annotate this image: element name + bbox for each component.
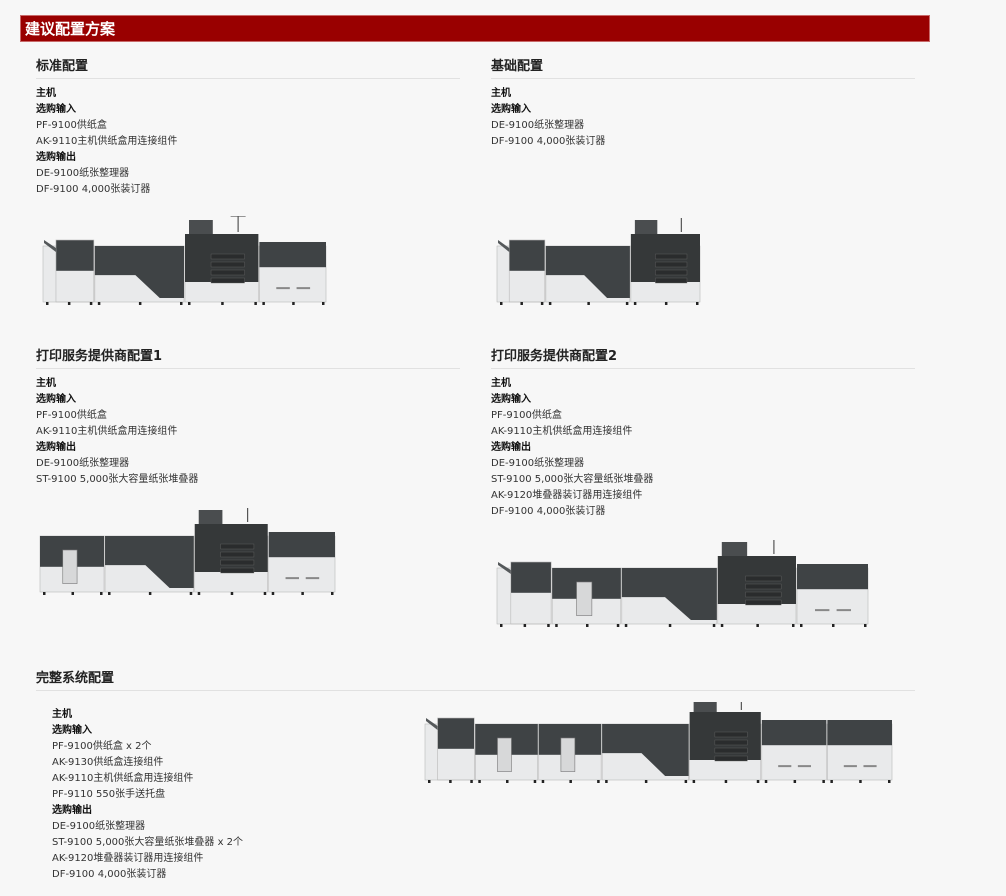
section-title: 完整系统配置 <box>36 670 915 691</box>
spec-heading: 主机 <box>36 88 56 99</box>
section-psp-1: 打印服务提供商配置1 主机选购输入 PF-9100供纸盒 AK-9110主机供纸盒用… <box>36 348 460 488</box>
spec-heading: 选购输入 <box>36 104 76 115</box>
section-standard: 标准配置 主机选购输入 PF-9100供纸盒 AK-9110主机供纸盒用连接组件选购… <box>36 58 460 198</box>
section-psp-2: 打印服务提供商配置2 主机选购输入 PF-9100供纸盒 AK-9110主机供纸盒用… <box>491 348 915 520</box>
spec-list: 主机选购输入 DE-9100纸张整理器 DF-9100 4,000张装订器 <box>491 86 915 150</box>
section-title: 基础配置 <box>491 58 915 79</box>
machine-unit-main <box>717 540 797 627</box>
spec-item: AK-9110主机供纸盒用连接组件 <box>36 426 178 437</box>
spec-list: 主机选购输入 PF-9100供纸盒 AK-9110主机供纸盒用连接组件选购输出 DE-… <box>36 376 460 488</box>
machine-image-basic <box>496 218 701 305</box>
spec-item: DE-9100纸张整理器 <box>52 821 146 832</box>
spec-item: PF-9100供纸盒 x 2个 <box>52 741 152 752</box>
spec-heading: 选购输入 <box>491 104 531 115</box>
spec-heading: 选购输出 <box>491 442 531 453</box>
spec-heading: 选购输出 <box>36 442 76 453</box>
section-title: 打印服务提供商配置2 <box>491 348 915 369</box>
spec-heading: 主机 <box>52 709 72 720</box>
section-title: 标准配置 <box>36 58 460 79</box>
spec-item: DE-9100纸张整理器 <box>36 168 130 179</box>
spec-heading: 选购输出 <box>36 152 76 163</box>
machine-unit-wide <box>94 245 185 305</box>
spec-list: 主机选购输入 PF-9100供纸盒 AK-9110主机供纸盒用连接组件选购输出 DE-… <box>491 376 915 520</box>
spec-item: DF-9100 4,000张装订器 <box>52 869 167 880</box>
spec-heading: 选购输出 <box>52 805 92 816</box>
machine-unit-wide <box>104 535 195 595</box>
machine-unit-feeder <box>268 532 336 595</box>
spec-item: AK-9110主机供纸盒用连接组件 <box>52 773 194 784</box>
machine-unit-main <box>689 702 762 783</box>
machine-unit-finisher <box>496 561 552 627</box>
machine-unit-feeder <box>796 564 869 627</box>
spec-list: 主机选购输入 PF-9100供纸盒 AK-9110主机供纸盒用连接组件选购输出 DE-… <box>36 86 460 198</box>
spec-heading: 主机 <box>36 378 56 389</box>
machine-unit-wide <box>601 723 689 783</box>
spec-item: DF-9100 4,000张装订器 <box>36 184 151 195</box>
machine-unit-stacker <box>474 723 539 783</box>
machine-image-psp-1 <box>39 508 336 595</box>
machine-unit-wide <box>621 567 718 627</box>
spec-item: DE-9100纸张整理器 <box>491 120 585 131</box>
machine-unit-stacker <box>538 723 602 783</box>
spec-list: 主机选购输入 PF-9100供纸盒 x 2个 AK-9130供纸盒连接组件 AK-91… <box>52 707 915 883</box>
machine-unit-finisher <box>42 239 95 305</box>
spec-item: ST-9100 5,000张大容量纸张堆叠器 x 2个 <box>52 837 244 848</box>
machine-unit-main <box>630 218 701 305</box>
page-title: 建议配置方案 <box>25 20 116 38</box>
machine-unit-main <box>194 508 269 595</box>
machine-image-full-system <box>424 702 893 783</box>
section-full-system: 完整系统配置 主机选购输入 PF-9100供纸盒 x 2个 AK-9130供纸盒连接… <box>36 670 915 883</box>
machine-unit-stacker <box>551 567 622 627</box>
spec-item: PF-9100供纸盒 <box>491 410 562 421</box>
spec-item: DF-9100 4,000张装订器 <box>491 136 606 147</box>
spec-item: AK-9120堆叠器装订器用连接组件 <box>52 853 204 864</box>
machine-image-standard <box>42 216 327 305</box>
machine-unit-finisher <box>424 717 475 783</box>
spec-item: DE-9100纸张整理器 <box>36 458 130 469</box>
spec-heading: 选购输入 <box>491 394 531 405</box>
machine-unit-feeder <box>827 720 893 783</box>
section-title: 打印服务提供商配置1 <box>36 348 460 369</box>
spec-item: ST-9100 5,000张大容量纸张堆叠器 <box>36 474 199 485</box>
spec-item: PF-9100供纸盒 <box>36 120 107 131</box>
machine-unit-main <box>184 216 259 305</box>
spec-item: DF-9100 4,000张装订器 <box>491 506 606 517</box>
spec-heading: 选购输入 <box>52 725 92 736</box>
machine-unit-feeder <box>761 720 827 783</box>
machine-unit-stacker <box>39 535 105 595</box>
page-header: 建议配置方案 <box>20 15 930 42</box>
machine-unit-finisher <box>496 239 546 305</box>
spec-item: AK-9110主机供纸盒用连接组件 <box>491 426 633 437</box>
spec-item: AK-9130供纸盒连接组件 <box>52 757 164 768</box>
spec-item: PF-9100供纸盒 <box>36 410 107 421</box>
spec-item: DE-9100纸张整理器 <box>491 458 585 469</box>
spec-heading: 选购输入 <box>36 394 76 405</box>
spec-heading: 主机 <box>491 88 511 99</box>
machine-unit-wide <box>545 245 631 305</box>
machine-unit-feeder <box>259 242 327 305</box>
section-basic: 基础配置 主机选购输入 DE-9100纸张整理器 DF-9100 4,000张装订器 <box>491 58 915 150</box>
spec-item: AK-9110主机供纸盒用连接组件 <box>36 136 178 147</box>
machine-image-psp-2 <box>496 540 869 627</box>
spec-item: AK-9120堆叠器装订器用连接组件 <box>491 490 643 501</box>
spec-item: ST-9100 5,000张大容量纸张堆叠器 <box>491 474 654 485</box>
spec-item: PF-9110 550张手送托盘 <box>52 789 166 800</box>
spec-heading: 主机 <box>491 378 511 389</box>
